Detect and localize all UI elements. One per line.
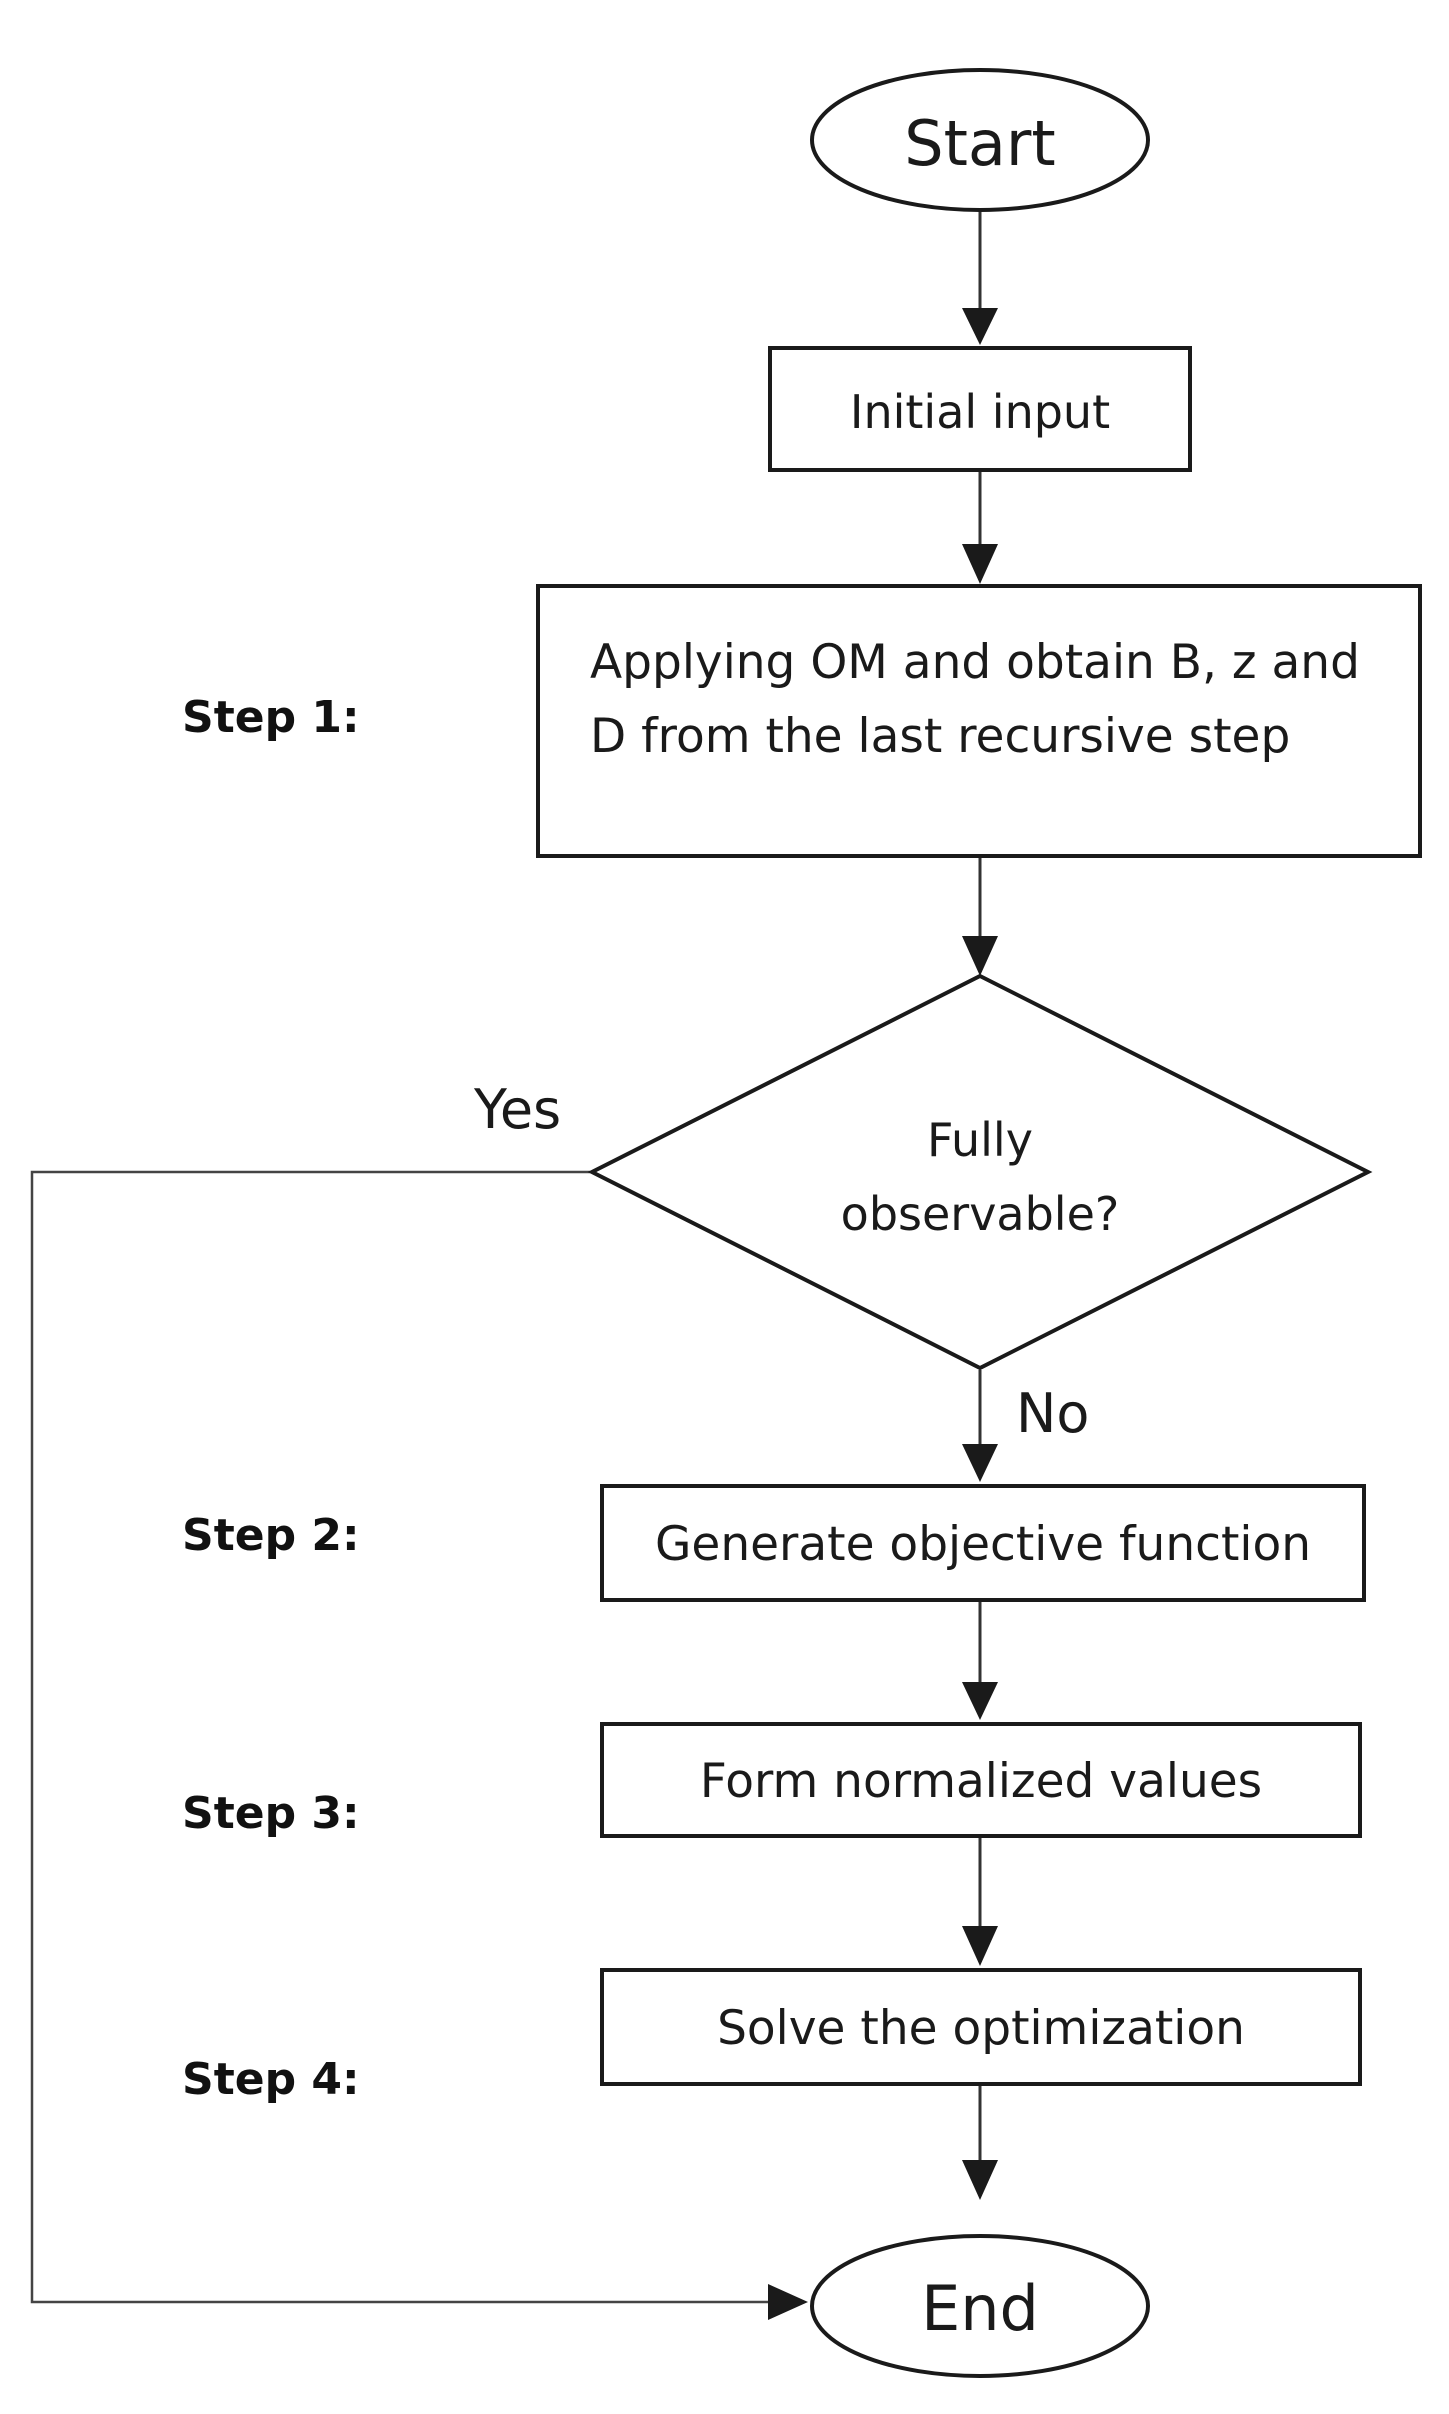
no-label: No <box>1016 1382 1089 1445</box>
step3-label: Step 3: <box>182 1788 360 1839</box>
step1-text-line1: Applying OM and obtain B, z and <box>590 635 1360 690</box>
edge-step1-to-decision <box>962 858 998 976</box>
decision-node: Fully observable? <box>587 973 1373 1371</box>
step4-node: Solve the optimization <box>600 1968 1362 2086</box>
edge-start-to-initial-input <box>962 210 998 345</box>
decision-text-line1: Fully <box>927 1113 1033 1167</box>
step1-label: Step 1: <box>182 692 360 743</box>
step4-text: Solve the optimization <box>717 2001 1245 2056</box>
initial-input-label: Initial input <box>850 385 1110 439</box>
edge-decision-no-to-step2 <box>962 1370 998 1482</box>
decision-text-line2: observable? <box>841 1187 1120 1241</box>
step2-text: Generate objective function <box>655 1517 1311 1572</box>
edge-decision-yes-to-end <box>30 1170 808 2320</box>
yes-label: Yes <box>473 1078 561 1141</box>
edge-step3-to-step4 <box>962 1838 998 1966</box>
edge-initial-input-to-step1 <box>962 472 998 584</box>
end-label: End <box>921 2272 1039 2345</box>
step1-node: Applying OM and obtain B, z and D from t… <box>536 584 1422 858</box>
edge-step4-to-end <box>962 2086 998 2200</box>
step3-node: Form normalized values <box>600 1722 1362 1838</box>
step2-node: Generate objective function <box>600 1484 1366 1602</box>
step3-text: Form normalized values <box>700 1754 1262 1809</box>
start-label: Start <box>904 107 1055 180</box>
edge-step2-to-step3 <box>962 1602 998 1720</box>
step4-label: Step 4: <box>182 2054 360 2105</box>
end-node: End <box>810 2234 1150 2378</box>
step2-label: Step 2: <box>182 1510 360 1561</box>
initial-input-node: Initial input <box>768 346 1192 472</box>
step1-text-line2: D from the last recursive step <box>590 709 1290 764</box>
start-node: Start <box>810 68 1150 212</box>
